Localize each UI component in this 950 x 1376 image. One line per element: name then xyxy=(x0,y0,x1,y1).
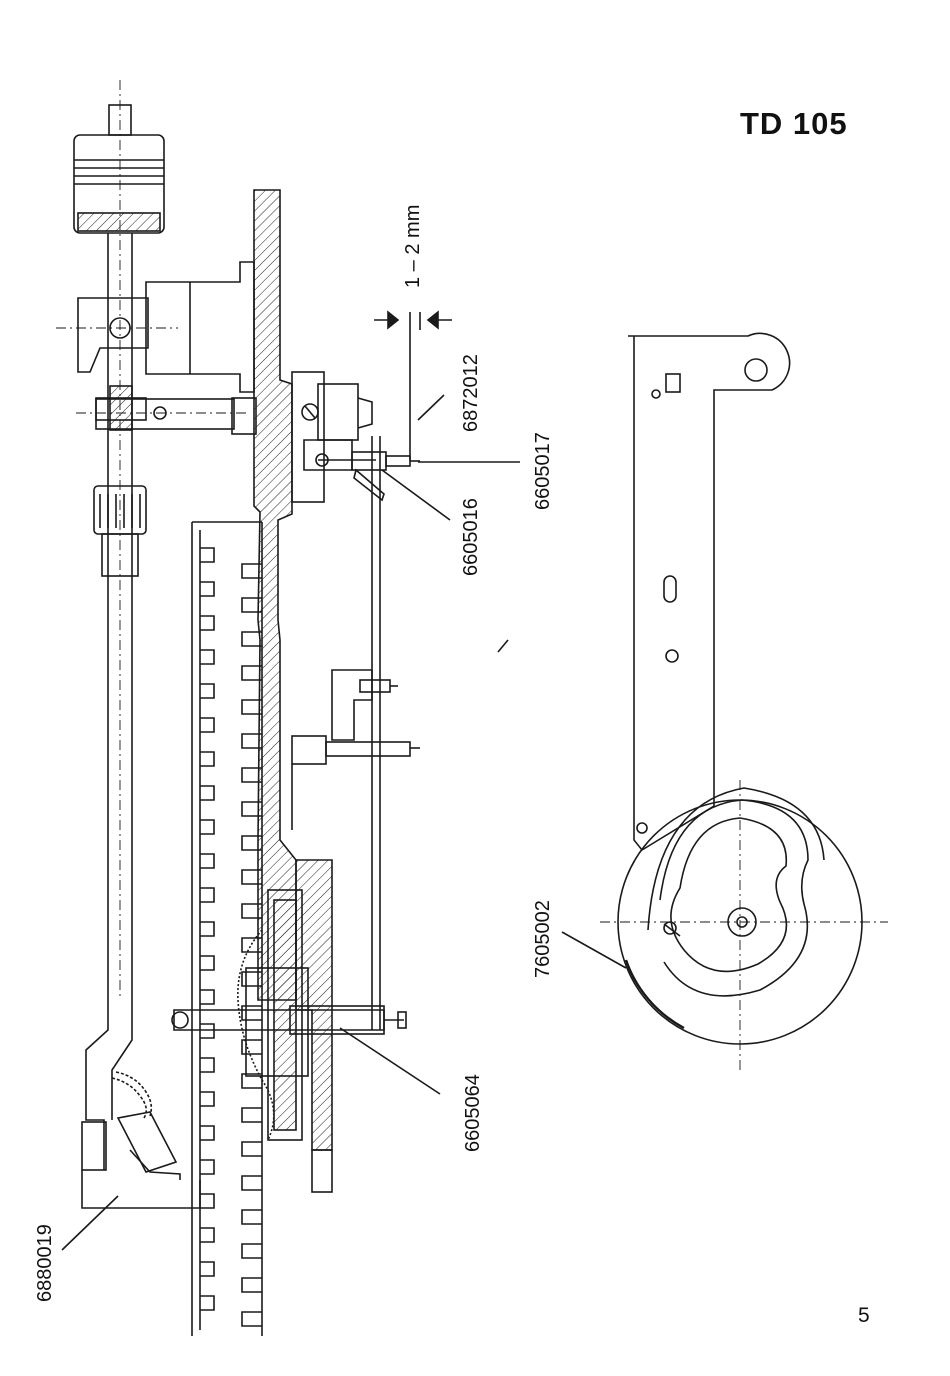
rim-slot xyxy=(200,615,215,631)
counterweight xyxy=(73,134,165,234)
rim-slot xyxy=(200,1091,215,1107)
rim-slot xyxy=(241,1175,262,1191)
rim-slot xyxy=(241,597,262,613)
rim-slot xyxy=(241,1073,262,1089)
rim-slot xyxy=(241,563,262,579)
rim-slot xyxy=(200,853,215,869)
label-gap-spec: 1 – 2 mm xyxy=(402,204,424,288)
label-6605064: 6605064 xyxy=(462,1074,484,1152)
gap-indicator xyxy=(374,310,452,460)
rim-slot xyxy=(200,989,215,1005)
rim-slot xyxy=(200,1023,215,1039)
rim-slot xyxy=(200,1125,215,1141)
rim-slot xyxy=(241,937,262,953)
rim-slot xyxy=(200,785,215,801)
label-6605016: 6605016 xyxy=(460,498,482,576)
rim-slot xyxy=(241,1039,262,1055)
rim-slot xyxy=(200,751,215,767)
label-7605002: 7605002 xyxy=(532,900,554,978)
rim-slot xyxy=(200,955,215,971)
rim-slot xyxy=(241,1209,262,1225)
leader-6880019 xyxy=(61,1195,119,1251)
leader-6605064 xyxy=(339,1027,441,1095)
rim-slot xyxy=(200,547,215,563)
cam-lever xyxy=(628,332,791,852)
rim-slot xyxy=(241,1311,262,1327)
leader-6872012 xyxy=(417,394,445,421)
rim-slot xyxy=(241,801,262,817)
rim-slot xyxy=(241,1141,262,1157)
rim-slot xyxy=(241,733,262,749)
rim-slot xyxy=(200,1295,215,1311)
rim-slot xyxy=(241,971,262,987)
rim-slot xyxy=(241,1277,262,1293)
label-6872012: 6872012 xyxy=(460,354,482,432)
label-6880019: 6880019 xyxy=(34,1224,56,1302)
cue-mechanism xyxy=(291,371,420,1030)
rim-slot xyxy=(200,1193,215,1209)
label-6605017: 6605017 xyxy=(532,432,554,510)
rim-slot xyxy=(200,581,215,597)
rim-slot xyxy=(200,1057,215,1073)
rim-slot xyxy=(241,665,262,681)
rim-slot xyxy=(200,887,215,903)
rim-slot xyxy=(241,1243,262,1259)
rim-slot xyxy=(241,699,262,715)
page-title: TD 105 xyxy=(740,106,848,141)
rim-slot xyxy=(200,1227,215,1243)
leader-6605016 xyxy=(381,469,451,521)
rim-slot xyxy=(200,921,215,937)
rim-slot xyxy=(200,717,215,733)
rim-slot xyxy=(241,1107,262,1123)
rim-slot xyxy=(241,869,262,885)
tonearm-assembly xyxy=(73,104,201,1209)
rim-slot xyxy=(200,1261,215,1277)
rim-slot xyxy=(241,767,262,783)
rim-slot xyxy=(241,835,262,851)
hub-assembly xyxy=(171,889,407,1141)
rim-slot xyxy=(200,819,215,835)
rim-slot xyxy=(200,1159,215,1175)
page-number: 5 xyxy=(858,1304,870,1327)
center-lines xyxy=(56,80,888,1070)
leader-7605002 xyxy=(561,931,627,969)
rim-slot xyxy=(241,903,262,919)
rim-slot xyxy=(200,683,215,699)
rim-slot xyxy=(241,1005,262,1021)
platter-rim xyxy=(191,521,263,1336)
rim-slot xyxy=(200,649,215,665)
rim-slot xyxy=(241,631,262,647)
